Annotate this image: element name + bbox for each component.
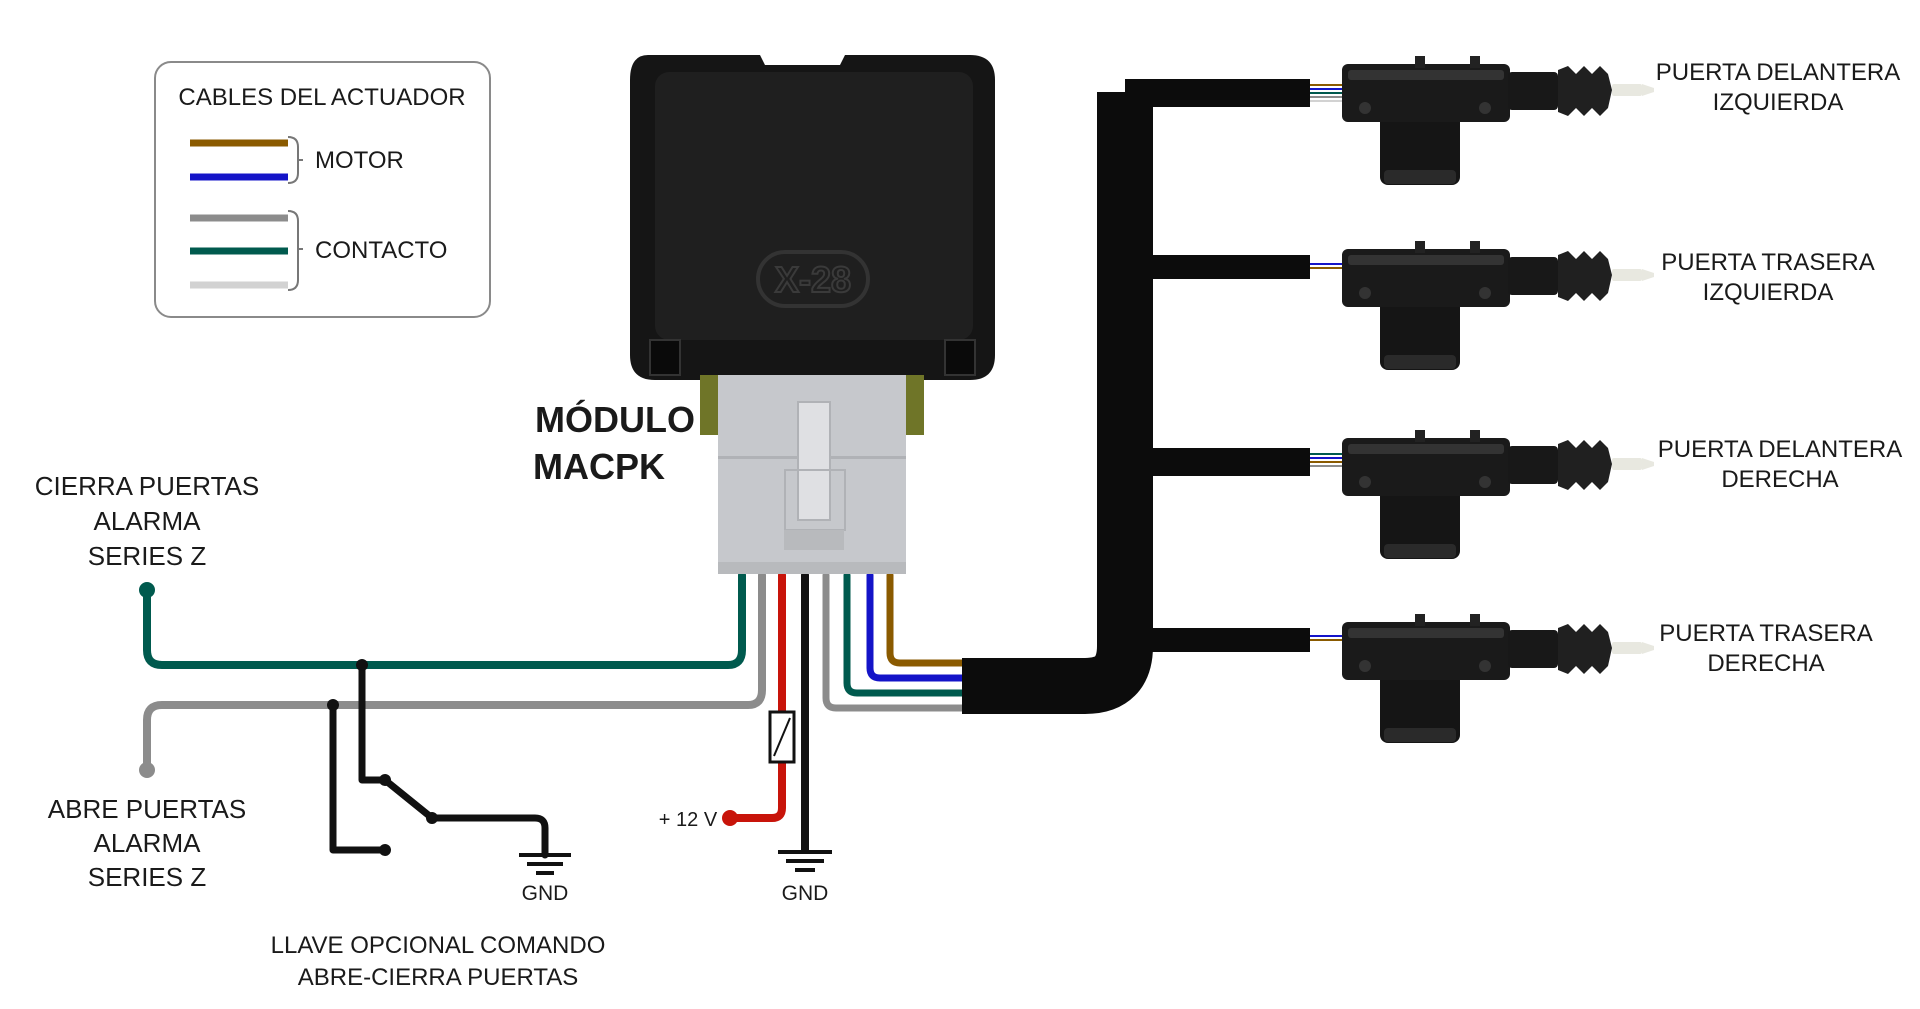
door-label-rear-right-line1: PUERTA TRASERA bbox=[1659, 620, 1872, 647]
actuator-rear-right bbox=[1342, 614, 1654, 743]
open-input-terminal bbox=[139, 762, 155, 778]
close-input-label-line2: ALARMA bbox=[94, 506, 202, 536]
legend-label-motor: MOTOR bbox=[315, 147, 404, 174]
wire-harness-brown bbox=[886, 571, 966, 667]
door-label-rear-left-line2: IZQUIERDA bbox=[1703, 279, 1834, 306]
door-label-front-right-line1: PUERTA DELANTERA bbox=[1658, 436, 1903, 463]
actuator-front-right bbox=[1342, 430, 1654, 559]
wire-close-green bbox=[143, 571, 746, 669]
wire-harness-blue bbox=[866, 571, 966, 682]
switch-pivot-dot bbox=[426, 812, 438, 824]
module-logo-text: X-28 bbox=[775, 259, 851, 300]
open-input-label-line2: ALARMA bbox=[94, 828, 202, 858]
junctions bbox=[327, 659, 438, 856]
close-input-label-line1: CIERRA PUERTAS bbox=[35, 471, 259, 501]
harness-branch bbox=[1125, 255, 1310, 279]
legend: CABLES DEL ACTUADOR MOTOR CONTACTO bbox=[154, 61, 491, 318]
module-label-line2: MACPK bbox=[533, 446, 665, 487]
power-terminal bbox=[722, 810, 738, 826]
harness-branch bbox=[1125, 79, 1310, 107]
ground-icon bbox=[519, 853, 571, 875]
actuator-front-left bbox=[1342, 56, 1654, 185]
switch-wire-ground bbox=[428, 814, 549, 859]
switch-lever bbox=[381, 776, 436, 822]
switch-label-line2: ABRE-CIERRA PUERTAS bbox=[298, 964, 579, 991]
ground-label-module: GND bbox=[782, 882, 829, 905]
open-input-label-line3: SERIES Z bbox=[88, 862, 207, 892]
ground-icon bbox=[778, 850, 832, 872]
junction-dot bbox=[327, 699, 339, 711]
close-input-terminal bbox=[139, 582, 155, 598]
door-label-rear-right-line2: DERECHA bbox=[1707, 650, 1824, 677]
legend-bracket-contact bbox=[287, 210, 303, 291]
harness bbox=[962, 79, 1345, 714]
power-label: + 12 V bbox=[659, 809, 718, 831]
door-label-front-left-line2: IZQUIERDA bbox=[1713, 89, 1844, 116]
switch-contact-dot bbox=[379, 844, 391, 856]
wires bbox=[143, 571, 966, 859]
door-label-rear-left-line1: PUERTA TRASERA bbox=[1661, 249, 1874, 276]
actuator-rear-left bbox=[1342, 241, 1654, 370]
harness-branch bbox=[1125, 448, 1310, 476]
switch-wire-open bbox=[329, 701, 389, 854]
module-macpk: X-28 bbox=[630, 55, 995, 574]
legend-label-contact: CONTACTO bbox=[315, 237, 447, 264]
door-label-front-right-line2: DERECHA bbox=[1721, 466, 1838, 493]
ground-label-switch: GND bbox=[522, 882, 569, 905]
open-input-label-line1: ABRE PUERTAS bbox=[48, 794, 246, 824]
door-label-front-left-line1: PUERTA DELANTERA bbox=[1656, 59, 1901, 86]
module-logo-badge bbox=[756, 250, 870, 308]
harness-branch bbox=[1125, 628, 1310, 652]
module-label-line1: MÓDULO bbox=[535, 398, 695, 440]
legend-bracket-motor bbox=[287, 136, 303, 184]
wire-harness-green bbox=[843, 571, 966, 697]
harness-main-cable bbox=[962, 92, 1153, 714]
legend-title: CABLES DEL ACTUADOR bbox=[178, 84, 465, 111]
switch-label-line1: LLAVE OPCIONAL COMANDO bbox=[271, 932, 606, 959]
close-input-label-line3: SERIES Z bbox=[88, 541, 207, 571]
junction-dot bbox=[356, 659, 368, 671]
wire-power-red bbox=[726, 571, 786, 822]
switch-contact-dot bbox=[379, 774, 391, 786]
switch-wire-close bbox=[358, 661, 389, 784]
wire-harness-gray bbox=[822, 571, 966, 712]
fuse-icon bbox=[768, 710, 796, 764]
wire-open-gray bbox=[143, 571, 766, 774]
